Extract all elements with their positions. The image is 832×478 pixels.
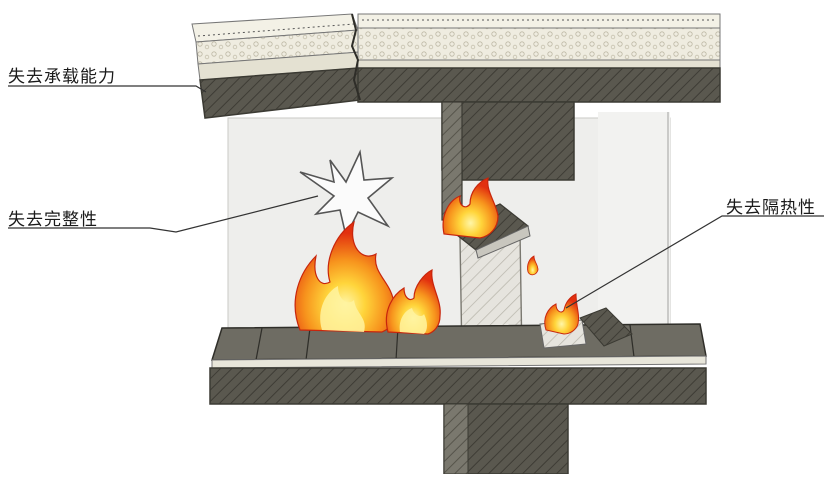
right-wall-shade: [598, 112, 670, 332]
label-loss-of-load-bearing: 失去承载能力: [8, 62, 116, 87]
floor-slab: [210, 324, 706, 404]
left-roof-slab-failed: [192, 14, 360, 118]
right-roof-slab: [358, 14, 720, 102]
label-loss-of-integrity: 失去完整性: [8, 205, 98, 230]
label-loss-of-insulation: 失去隔热性: [726, 193, 816, 218]
